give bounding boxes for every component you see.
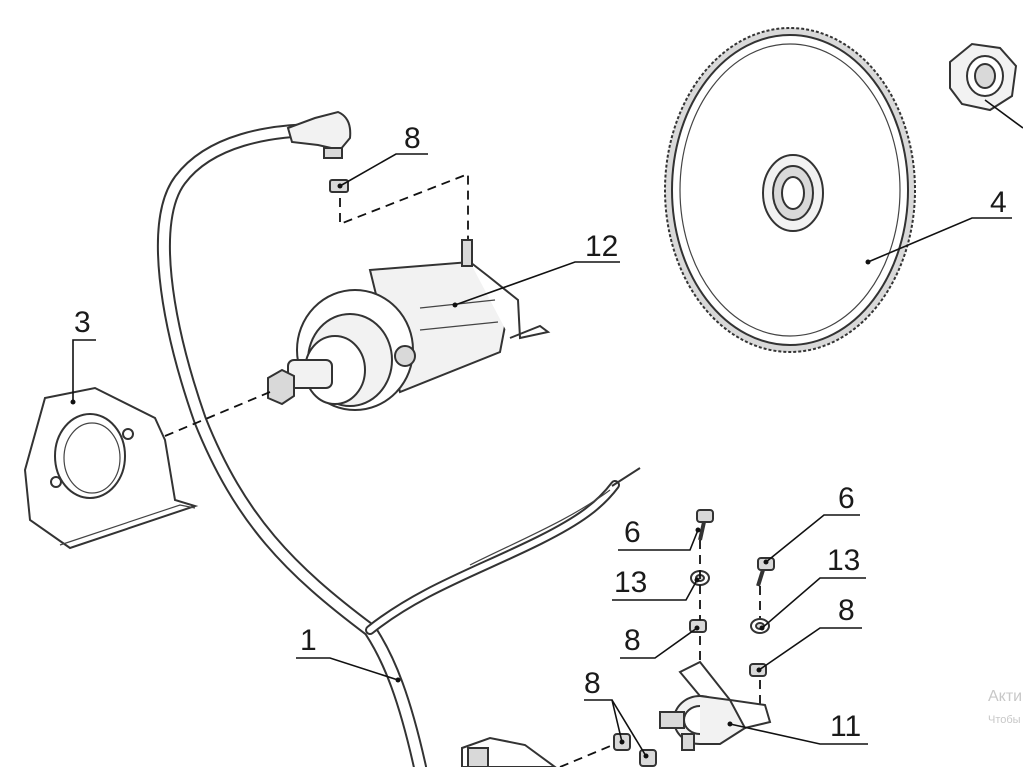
fasteners-left-stack <box>689 509 714 633</box>
callout-8-bottom: 8 <box>584 667 601 700</box>
lower-housing <box>461 736 557 767</box>
fasteners-right-stack <box>749 557 775 677</box>
starter-motor <box>267 239 551 411</box>
activation-watermark-subtitle: Чтобы активировать Windows, перейдите в … <box>988 714 1023 726</box>
callout-labels: 8 12 4 3 6 6 13 13 8 8 1 8 11 <box>74 122 1007 743</box>
callout-6-right: 6 <box>838 482 855 515</box>
flywheel-ring-gear <box>664 27 916 353</box>
mounting-bracket <box>23 386 199 550</box>
callout-8-mid-left: 8 <box>624 624 641 657</box>
callout-13-right: 13 <box>827 544 860 577</box>
activation-watermark-title: Активация Windows <box>988 688 1023 705</box>
leader-lines <box>70 153 1012 759</box>
callout-8-mid-right: 8 <box>838 594 855 627</box>
flywheel-nut <box>949 42 1018 112</box>
callout-1: 1 <box>300 624 317 657</box>
callout-12: 12 <box>585 230 618 263</box>
callout-6-left: 6 <box>624 516 641 549</box>
callout-13-left: 13 <box>614 566 647 599</box>
callout-8-top: 8 <box>404 122 421 155</box>
callout-4: 4 <box>990 186 1007 219</box>
starter-cable <box>156 110 641 767</box>
callout-11: 11 <box>830 710 861 743</box>
callout-3: 3 <box>74 306 91 339</box>
